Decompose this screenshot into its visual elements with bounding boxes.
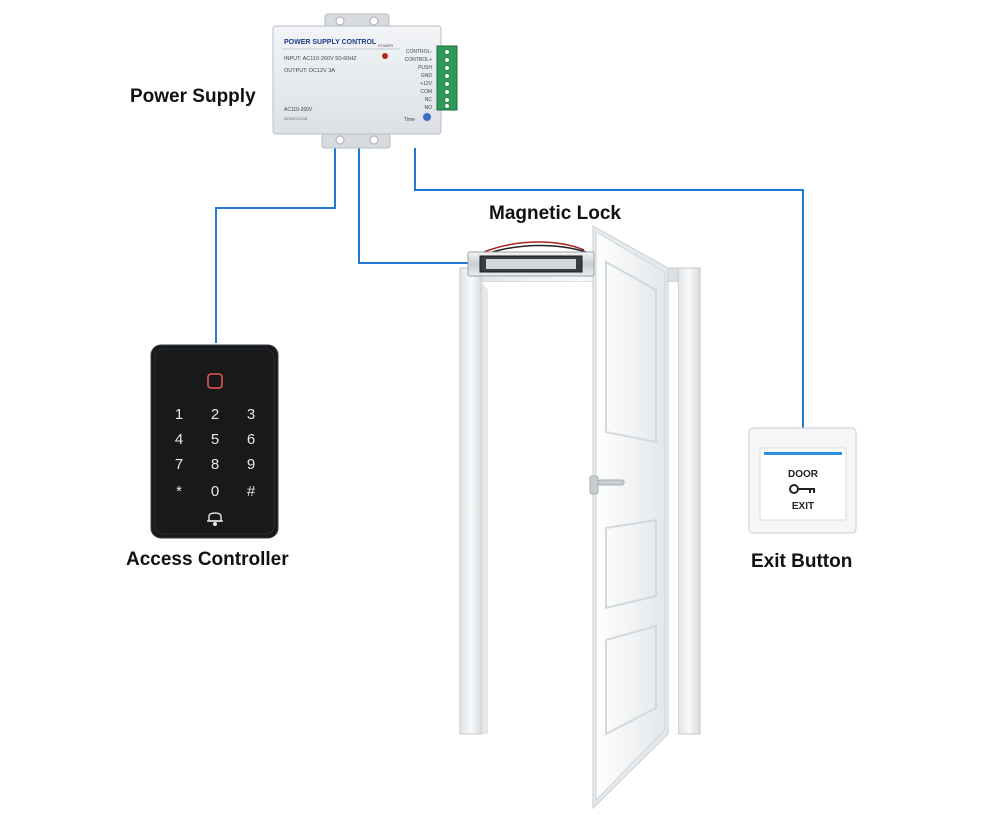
door [589, 225, 669, 810]
key-icon [789, 484, 815, 494]
psu-terminal-labels: CONTROL- CONTROL+ PUSH GND +12V COM NC N… [405, 49, 433, 111]
wire-to-magnetic-lock [358, 148, 470, 264]
keypad-key[interactable]: 8 [211, 456, 219, 473]
terminal-label: COM [420, 89, 432, 95]
terminal-label: NO [425, 105, 433, 111]
terminal-label: GND [421, 73, 433, 79]
psu-input-spec: INPUT: AC110-260V 50-60HZ [284, 56, 357, 62]
access-controller-label: Access Controller [126, 549, 289, 570]
power-supply-unit: POWER SUPPLY CONTROL INPUT: AC110-260V 5… [272, 13, 458, 149]
wire-to-access-controller [215, 148, 336, 343]
keypad-key[interactable]: 0 [211, 483, 219, 500]
psu-time-label: Time [404, 117, 415, 123]
doorbell-icon[interactable] [207, 512, 223, 527]
wires [215, 148, 804, 428]
keypad-key[interactable]: 6 [247, 431, 255, 448]
psu-small-text: NO/NC/COM [284, 116, 307, 121]
keypad-key[interactable]: 3 [247, 406, 255, 423]
access-controller-keypad: 1 2 3 4 5 6 7 8 9 * 0 # [150, 344, 279, 539]
magnetic-lock [467, 241, 595, 277]
keypad-key[interactable]: 1 [175, 406, 183, 423]
keypad-key[interactable]: 9 [247, 456, 255, 473]
terminal-label: PUSH [418, 65, 432, 71]
keypad-key[interactable]: # [247, 483, 256, 500]
keypad-keys: 1 2 3 4 5 6 7 8 9 * 0 # [175, 406, 256, 500]
door-handle-icon [589, 475, 599, 495]
time-dial-icon [423, 113, 431, 121]
keypad-key[interactable]: 5 [211, 431, 219, 448]
terminal-label: NC [425, 97, 433, 103]
terminal-label: +12V [420, 81, 432, 87]
power-led-icon [382, 53, 388, 59]
psu-power-label: POWER [378, 43, 393, 48]
psu-bottom-spec: AC110-260V [284, 107, 313, 113]
keypad-key[interactable]: 7 [175, 456, 183, 473]
terminal-label: CONTROL+ [405, 57, 432, 63]
keypad-key[interactable]: 4 [175, 431, 183, 448]
psu-title: POWER SUPPLY CONTROL [284, 39, 377, 46]
psu-output-spec: OUTPUT: DC12V 3A [284, 68, 335, 74]
keypad-key[interactable]: * [176, 483, 182, 500]
keypad-key[interactable]: 2 [211, 406, 219, 423]
power-supply-label: Power Supply [130, 86, 256, 107]
exit-button-top-text: DOOR [788, 469, 819, 480]
card-reader-icon [207, 373, 223, 389]
magnetic-lock-label: Magnetic Lock [489, 203, 621, 224]
exit-button-bottom-text[interactable]: EXIT [792, 501, 814, 512]
exit-button-unit: DOOR EXIT [748, 427, 857, 534]
terminal-label: CONTROL- [406, 49, 432, 55]
exit-button-label: Exit Button [751, 551, 853, 572]
wire-to-exit-button [414, 148, 804, 428]
